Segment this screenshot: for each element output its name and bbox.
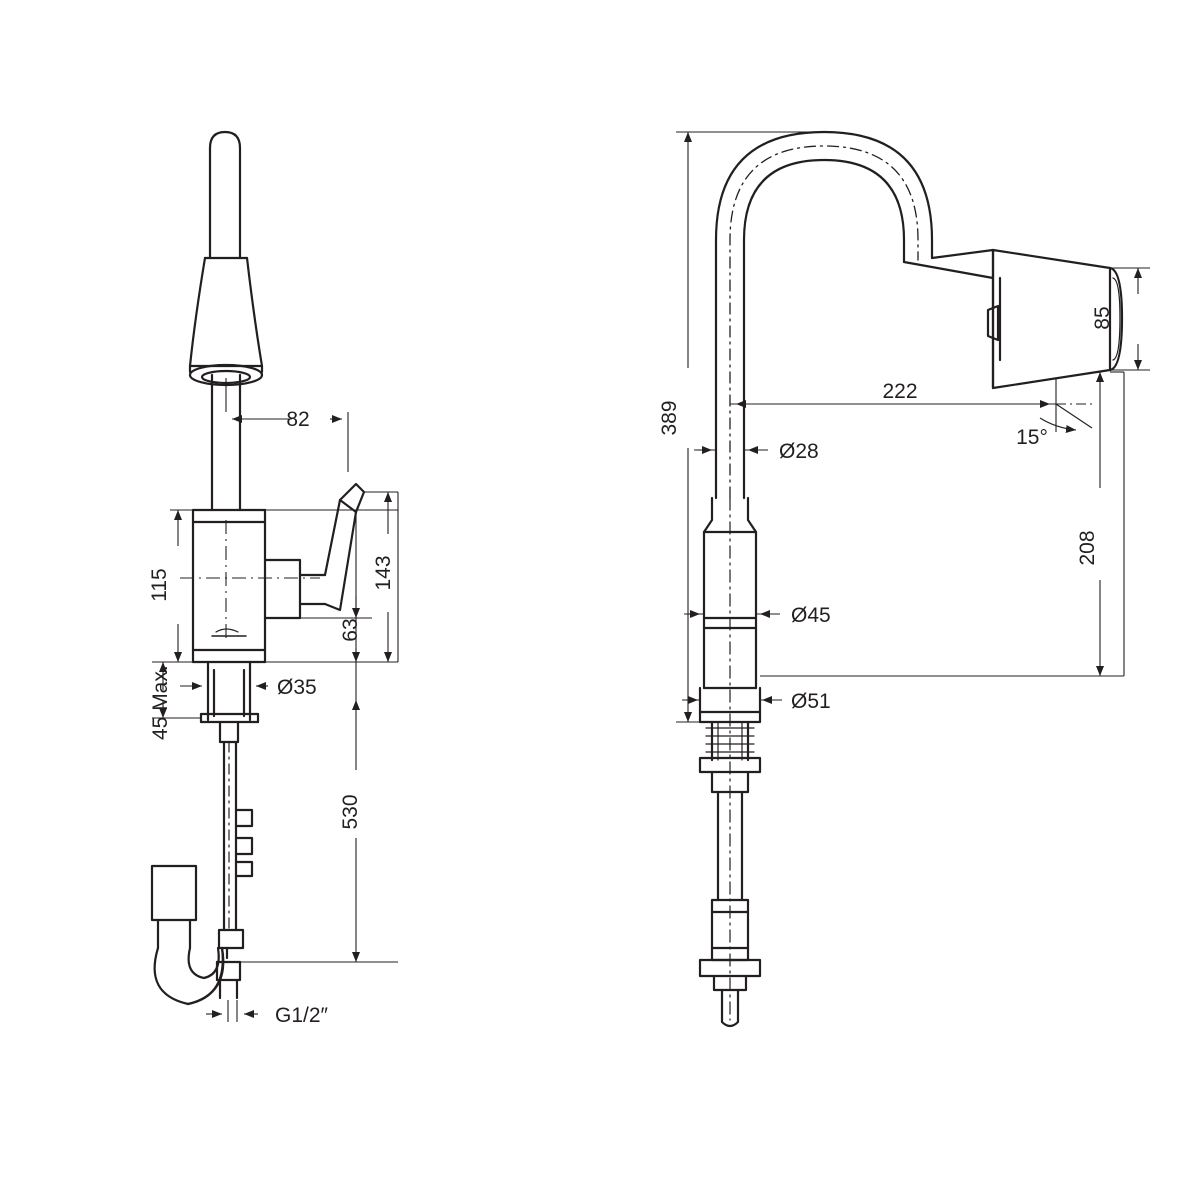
dim-supply-thread: G1/2″ (275, 1004, 329, 1027)
left-view-geometry (150, 130, 366, 1006)
dim-overall-below-deck: 530 (339, 794, 362, 829)
right-view-geometry (698, 130, 1124, 1028)
dim-body-diameter: Ø45 (791, 604, 831, 627)
dim-spout-reach: 222 (882, 380, 917, 403)
right-view-dimension-lines (676, 131, 1150, 723)
dim-spout-inlet-height: 63 (339, 618, 362, 641)
dim-pull-down-travel: 208 (1076, 530, 1099, 565)
dim-handle-height: 143 (372, 555, 395, 590)
dim-handle-offset: 82 (286, 408, 309, 431)
dim-base-diameter: Ø51 (791, 690, 831, 713)
left-view-dimension-lines (152, 378, 399, 1022)
dim-overall-height: 389 (658, 400, 681, 435)
dim-deck-hole-diameter: Ø35 (277, 676, 317, 699)
dim-spray-head-width: 85 (1091, 306, 1114, 329)
dim-deck-thickness-max: 45 Max. (149, 665, 172, 740)
dim-body-height: 115 (148, 568, 171, 601)
dim-spray-angle: 15° (1016, 426, 1048, 449)
dim-spout-tube-diameter: Ø28 (779, 440, 819, 463)
